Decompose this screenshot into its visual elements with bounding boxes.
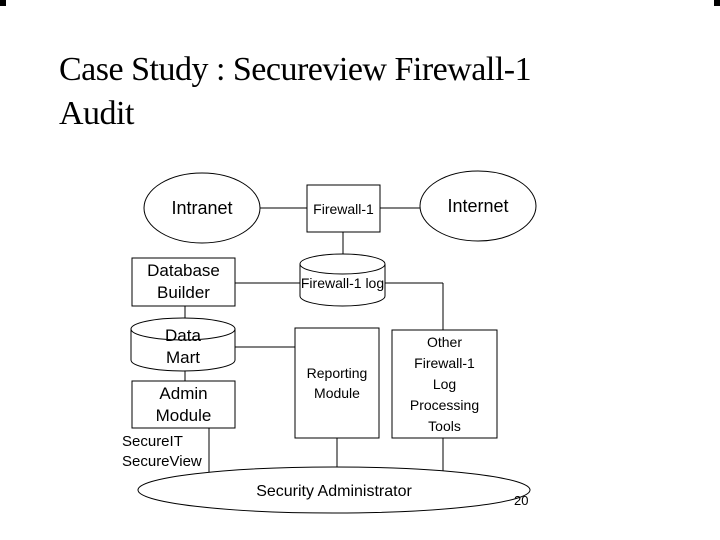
corner-mark-right: [714, 0, 720, 6]
intranet-ellipse: [144, 173, 260, 243]
admin-module-label: Admin Module: [155, 383, 212, 425]
internet-label: Internet: [447, 196, 509, 216]
corner-mark-left: [0, 0, 6, 6]
intranet-label: Intranet: [171, 198, 233, 218]
slide-title: Case Study : Secureview Firewall-1 Audit: [59, 48, 619, 136]
firewall1-log-label: Firewall-1 log: [300, 275, 385, 291]
data-mart-label: Data Mart: [165, 325, 201, 367]
firewall1-label: Firewall-1: [313, 200, 374, 217]
firewall1-box: [307, 185, 380, 232]
security-admin-ellipse: [138, 467, 530, 513]
internet-ellipse: [420, 171, 536, 241]
other-tools-box: [392, 330, 497, 438]
firewall1-log-cylinder: [300, 254, 385, 306]
other-tools-label: Other Firewall-1 Log Processing Tools: [409, 333, 480, 434]
slide-title-line1: Case Study : Secureview Firewall-1: [59, 51, 532, 88]
database-builder-box: [132, 258, 235, 306]
page-number: 20: [514, 493, 529, 508]
security-admin-label: Security Administrator: [256, 483, 412, 500]
data-mart-cylinder: [131, 318, 235, 371]
database-builder-label: Database Builder: [147, 261, 220, 302]
admin-module-box: [132, 381, 235, 428]
slide-title-line2: Audit: [59, 95, 134, 132]
reporting-module-box: [295, 328, 379, 438]
secureit-label: SecureIT: [122, 433, 183, 450]
reporting-module-label: Reporting Module: [306, 365, 368, 401]
secureview-label: SecureView: [122, 453, 202, 470]
